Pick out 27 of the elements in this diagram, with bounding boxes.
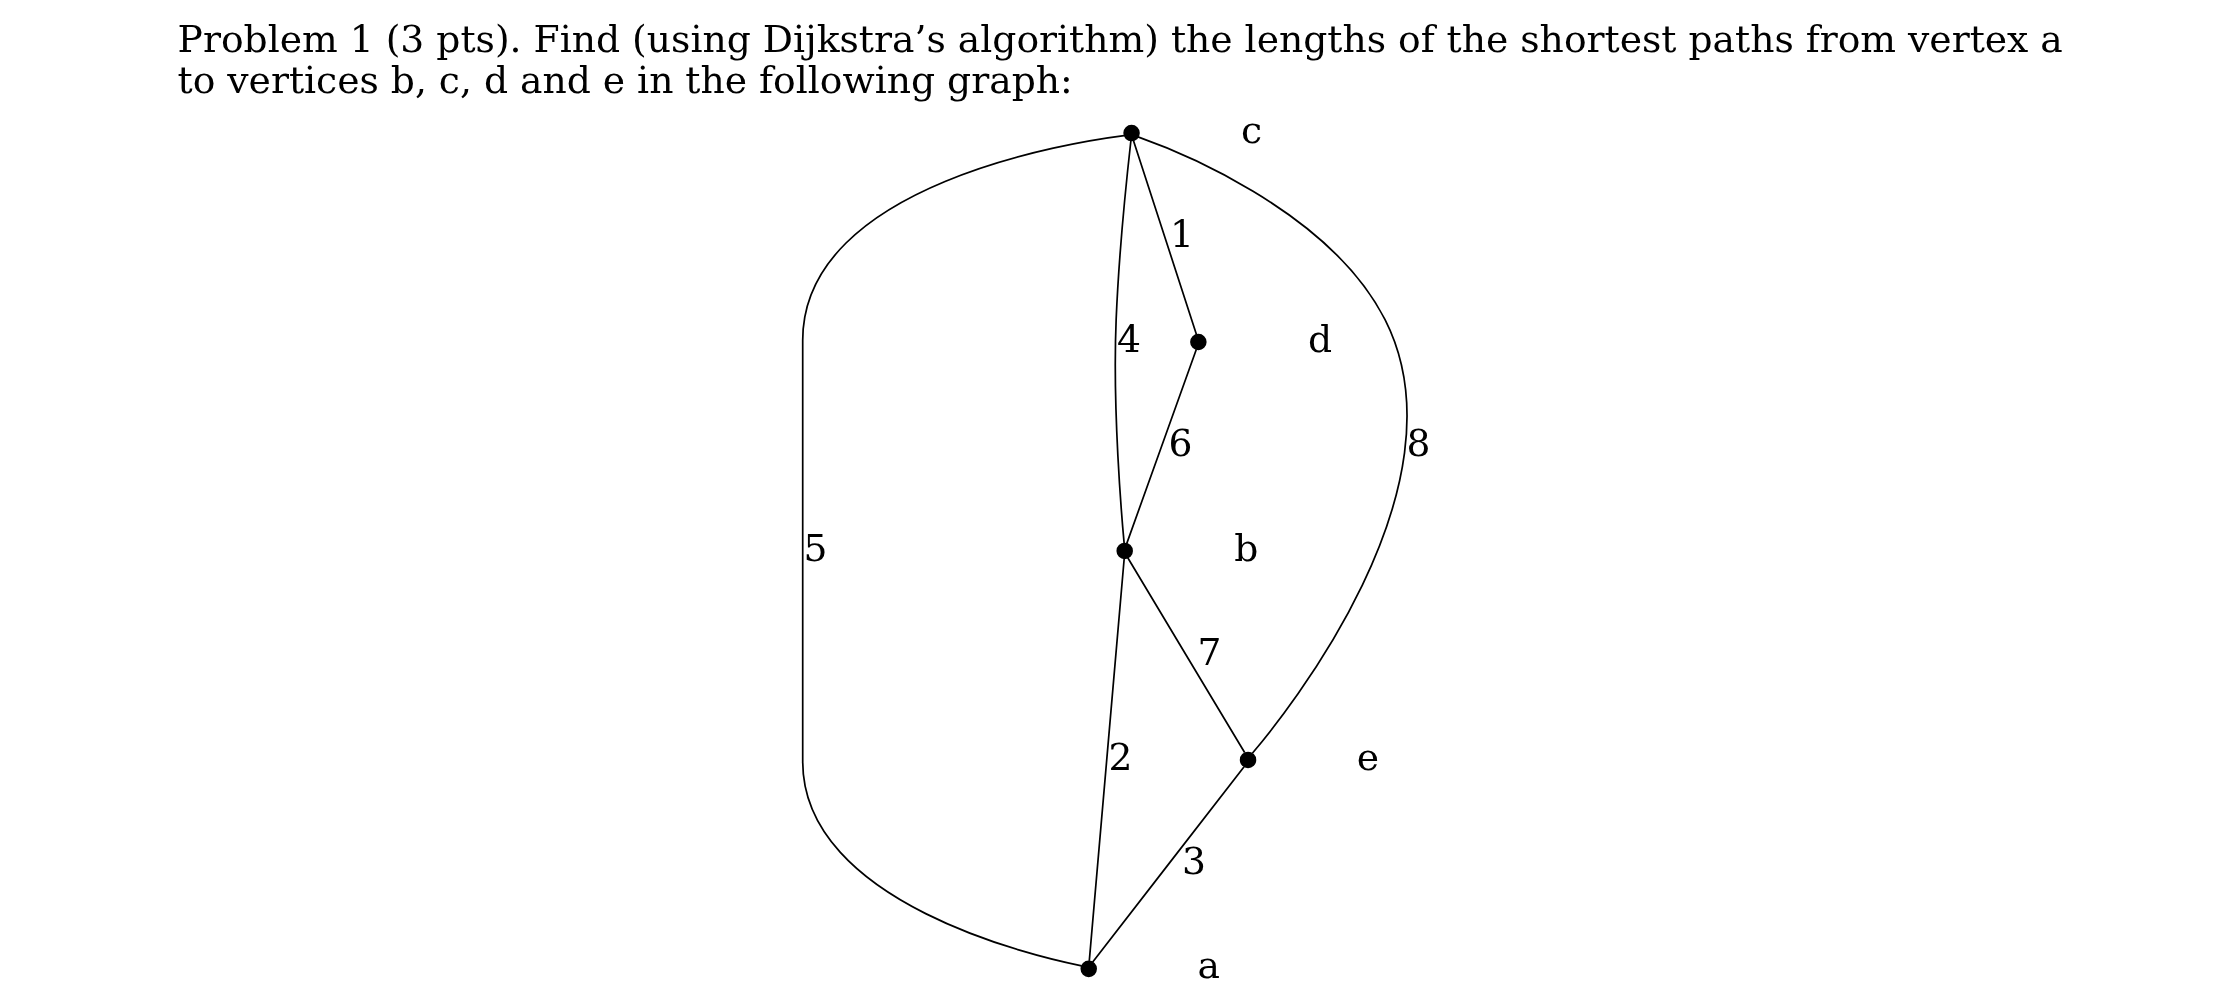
connector (1088, 557, 1126, 962)
connector (1114, 139, 1132, 545)
connector (801, 134, 1125, 967)
edge-label: 6 (1168, 421, 1193, 466)
node-circle (1190, 333, 1207, 351)
node-label: b (1234, 525, 1259, 570)
connector (1091, 765, 1245, 964)
edge-label: 5 (803, 525, 828, 570)
edge-label: 3 (1182, 838, 1207, 883)
node-label: d (1307, 316, 1333, 361)
node-label: e (1356, 734, 1380, 779)
connector (1125, 348, 1198, 545)
edge-label: 2 (1108, 734, 1133, 779)
node-circle (1080, 960, 1097, 978)
edge-label: 1 (1170, 212, 1195, 257)
edge-label: 8 (1406, 421, 1431, 466)
edge-label: 7 (1197, 630, 1222, 675)
diagram-title: Problem 1 (3 pts). Find (using Dijkstra’s algorithm) the lengths of the shortest paths from vertex a to vertices b, c, d and e in the following graph: (177, 16, 2063, 102)
node-label: c (1240, 107, 1263, 152)
node-circle (1123, 124, 1140, 142)
node-label: a (1197, 943, 1220, 988)
connector (1137, 136, 1408, 755)
connector (1126, 556, 1246, 754)
connector (1132, 139, 1198, 336)
edge-label: 4 (1117, 316, 1141, 361)
node-circle (1239, 751, 1257, 769)
node-circle (1116, 542, 1133, 560)
